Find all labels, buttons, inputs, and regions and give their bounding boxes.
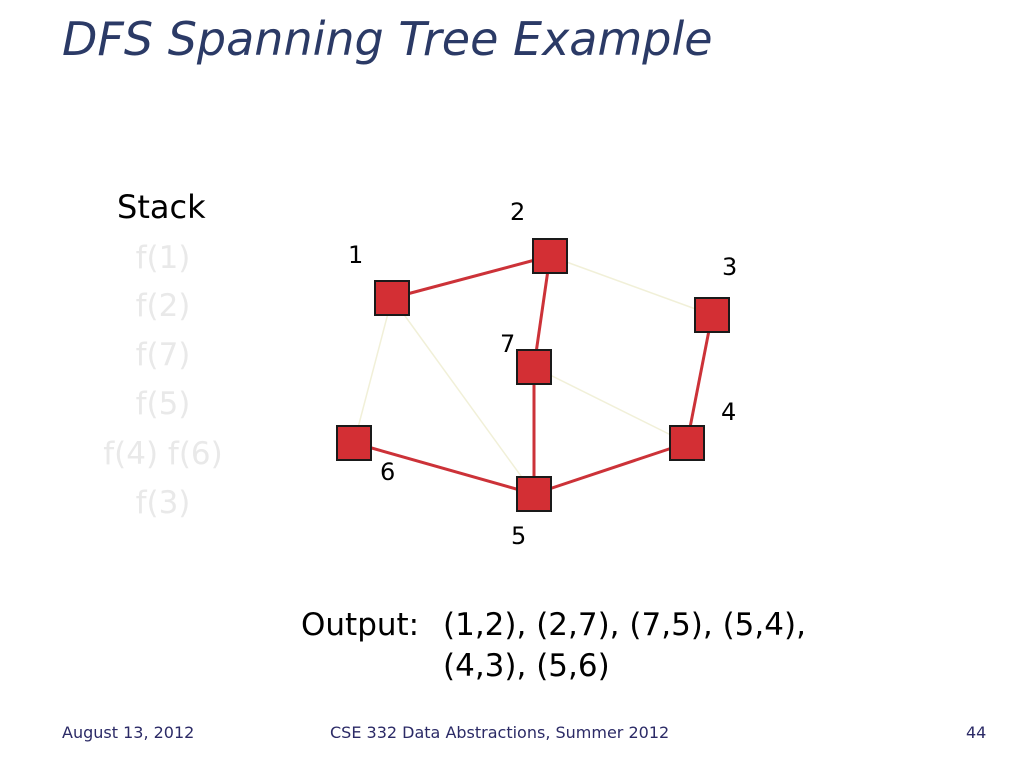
output-label: Output:	[301, 607, 420, 643]
non-tree-edge-1-5	[391, 297, 535, 495]
output-line: (4,3), (5,6)	[443, 648, 610, 684]
stack-item: f(5)	[135, 386, 191, 422]
non-tree-edge-7-4	[533, 366, 688, 444]
output-line: (1,2), (2,7), (7,5), (5,4),	[443, 607, 806, 643]
stack-item: f(2)	[135, 288, 191, 324]
graph-node-7	[516, 349, 552, 385]
node-label-1: 1	[348, 241, 363, 269]
graph-nodes	[336, 238, 730, 512]
stack-item: f(1)	[135, 240, 191, 276]
stack-item: f(7)	[135, 337, 191, 373]
tree-edge-1-2	[391, 254, 551, 300]
tree-edge-5-6	[353, 441, 535, 496]
node-label-4: 4	[721, 398, 736, 426]
non-tree-edge-2-3	[549, 255, 713, 316]
graph-node-6	[336, 425, 372, 461]
stack-item: f(4) f(6)	[103, 436, 223, 472]
node-label-6: 6	[380, 458, 395, 486]
tree-edge-2-7	[532, 255, 552, 368]
stack-heading: Stack	[117, 188, 206, 226]
non-tree-edge-1-6	[353, 297, 393, 444]
stack-item: f(3)	[135, 485, 191, 521]
spanning-tree-graph: 1 2 3 4 5 6 7	[336, 198, 737, 550]
footer-page-number: 44	[966, 723, 987, 742]
graph-node-4	[669, 425, 705, 461]
tree-edges	[353, 254, 714, 496]
tree-edge-4-3	[685, 314, 714, 444]
footer-date: August 13, 2012	[62, 723, 195, 742]
graph-node-2	[532, 238, 568, 274]
node-label-7: 7	[500, 330, 515, 358]
graph-node-1	[374, 280, 410, 316]
node-label-2: 2	[510, 198, 525, 226]
node-label-5: 5	[511, 522, 526, 550]
node-label-3: 3	[722, 253, 737, 281]
slide-title: DFS Spanning Tree Example	[62, 12, 713, 66]
graph-node-3	[694, 297, 730, 333]
graph-node-5	[516, 476, 552, 512]
node-labels: 1 2 3 4 5 6 7	[348, 198, 737, 550]
footer-course: CSE 332 Data Abstractions, Summer 2012	[330, 723, 670, 742]
non-tree-edges	[353, 255, 713, 495]
tree-edge-5-4	[533, 441, 688, 496]
